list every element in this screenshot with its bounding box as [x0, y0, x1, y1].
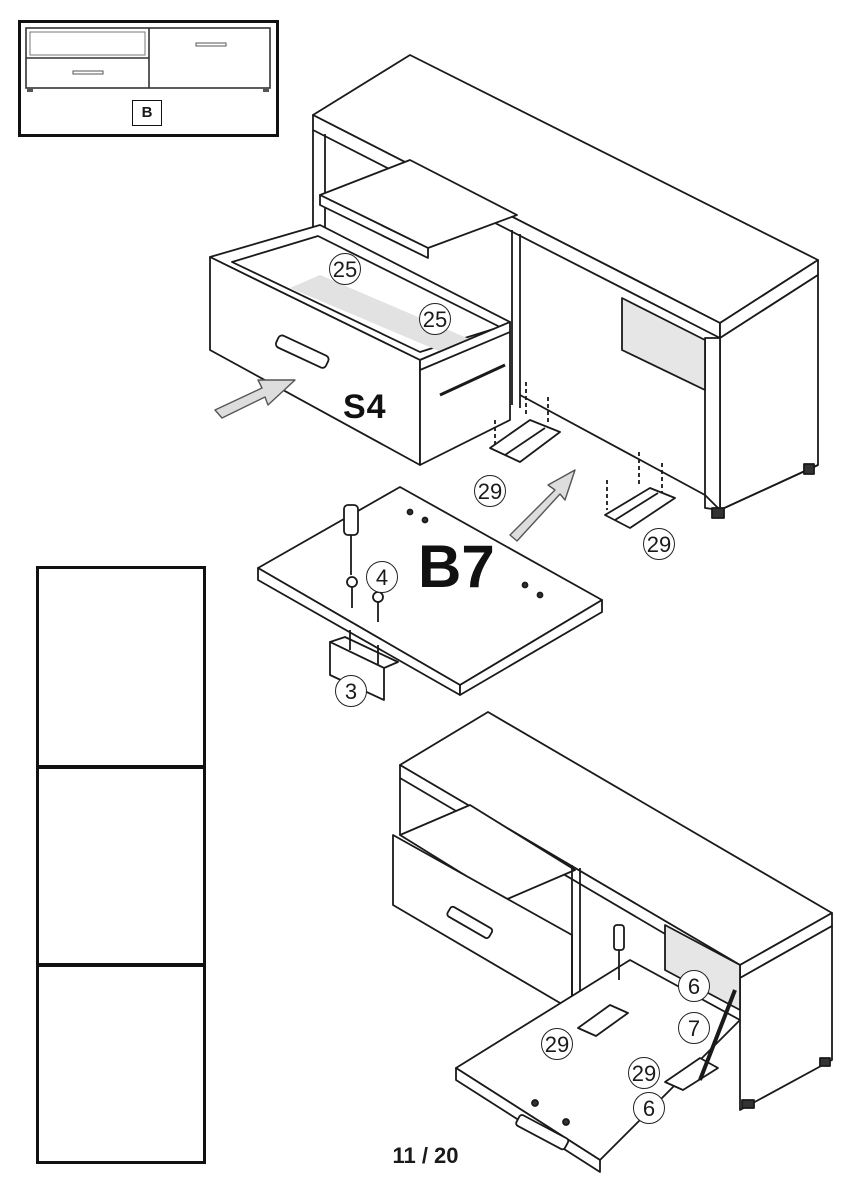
detail-panel-depth-adjust [36, 964, 206, 1164]
callout-7: 7 [678, 1012, 710, 1044]
detail-panel-side-adjust [36, 766, 206, 966]
direction-arrows [214, 379, 576, 542]
callout-29-right: 29 [643, 528, 675, 560]
callout-25-lower: 25 [419, 303, 451, 335]
cabinet-upper [312, 54, 819, 519]
section-label-box: B [132, 100, 162, 126]
overview-cabinet-sketch [25, 27, 271, 92]
hinges-upper [489, 382, 676, 529]
callout-29-door-right: 29 [628, 1057, 660, 1089]
detail-panel-height-adjust [36, 566, 206, 768]
callout-6-lower: 6 [633, 1092, 665, 1124]
callout-25-upper: 25 [329, 253, 361, 285]
handle-part [329, 630, 399, 701]
drawer-part-label: S4 [343, 388, 387, 426]
callout-6-upper: 6 [678, 970, 710, 1002]
overview-thumbnail: B [18, 20, 279, 137]
page-number: 11 / 20 [392, 1143, 459, 1168]
drawer-s4 [209, 224, 511, 466]
callout-29-door-left: 29 [541, 1028, 573, 1060]
callout-4: 4 [366, 561, 398, 593]
door-part-label: B7 [418, 533, 495, 600]
door-b7-panel [257, 486, 603, 696]
callout-3: 3 [335, 675, 367, 707]
callout-29-left: 29 [474, 475, 506, 507]
cabinet-lower [392, 711, 833, 1173]
